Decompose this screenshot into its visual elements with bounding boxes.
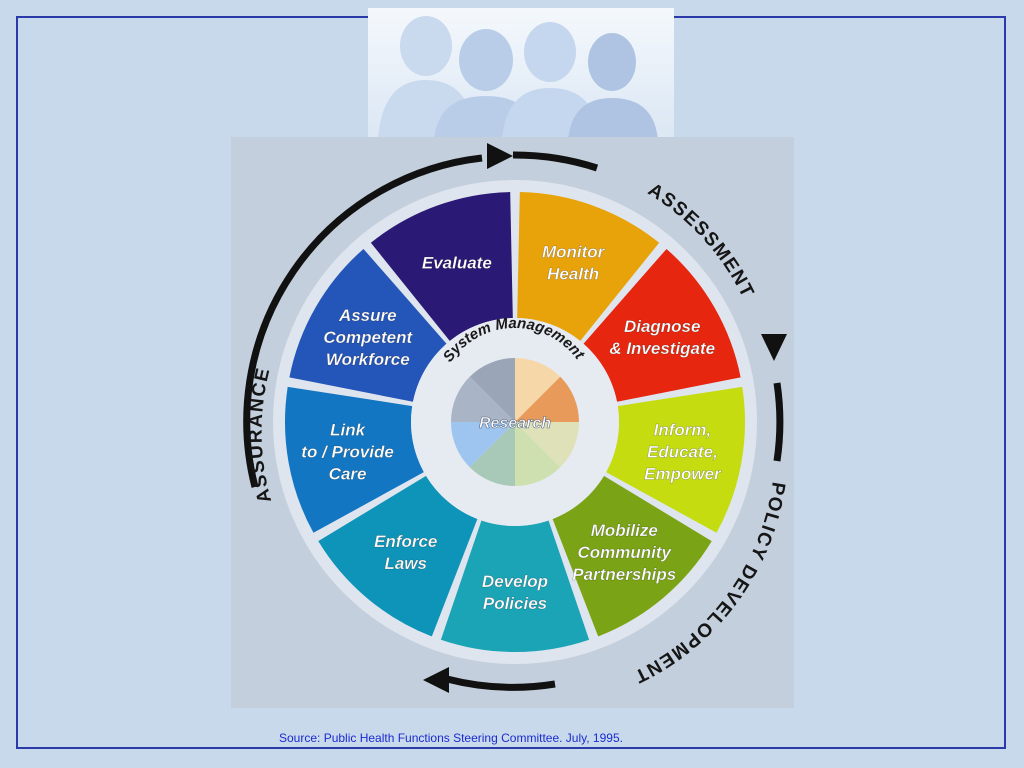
segment-inform (606, 386, 745, 533)
segment-label-line: Enforce (374, 532, 437, 551)
hub-wedge (451, 376, 515, 422)
segment-label-line: & Investigate (609, 339, 715, 358)
segment-monitor (517, 192, 660, 341)
segment-assure (289, 248, 447, 402)
segment-develop (440, 520, 590, 652)
segment-label-line: Evaluate (422, 253, 492, 272)
arrowhead-policy (423, 667, 449, 693)
segment-enforce (318, 475, 478, 637)
segment-label-line: Laws (384, 554, 427, 573)
hub-wedge (515, 376, 579, 422)
segment-label-line: Competent (323, 328, 413, 347)
segment-label-line: Diagnose (624, 317, 701, 336)
segment-label-line: Health (547, 264, 599, 283)
arrowhead-assessment (761, 334, 787, 361)
segment-label-line: Develop (482, 572, 548, 591)
hub-wedge (515, 422, 561, 486)
segment-label-evaluate: Evaluate (422, 253, 492, 272)
hub-center-research: Research (479, 415, 551, 432)
segment-label-line: Care (329, 465, 367, 484)
hub-wedge (515, 422, 579, 468)
people-photo (368, 8, 674, 140)
segment-label-line: Monitor (542, 242, 606, 261)
cycle-arrowheads (423, 143, 787, 693)
segment-link (285, 386, 424, 533)
people-illustration (378, 16, 658, 140)
segment-label-line: Assure (338, 306, 397, 325)
segment-evaluate (370, 192, 513, 341)
segment-diagnose (583, 248, 741, 402)
segment-label-inform: Inform, Educate, Empower (644, 421, 722, 484)
segment-label-line: Workforce (326, 350, 410, 369)
cycle-arrows (243, 151, 784, 691)
source-citation: Source: Public Health Functions Steering… (279, 731, 623, 745)
segment-label-line: Link (330, 421, 366, 440)
hub-wedge (469, 422, 515, 486)
hub-wedge (469, 358, 515, 422)
segment-label-line: Inform, (654, 421, 712, 440)
segment-label-line: to / Provide (301, 443, 394, 462)
segment-label-line: Policies (483, 594, 547, 613)
hub-wedge (451, 422, 515, 468)
segment-label-line: Mobilize (591, 521, 658, 540)
segment-mobilize (552, 475, 712, 637)
segment-label-diagnose: Diagnose & Investigate (609, 317, 715, 358)
segment-label-line: Partnerships (572, 565, 676, 584)
hub-wedge (515, 358, 561, 422)
segment-label-line: Community (578, 543, 673, 562)
segment-label-line: Educate, (647, 443, 718, 462)
segment-label-line: Empower (644, 465, 722, 484)
phase-label-assurance: ASSURANCE (246, 365, 277, 505)
